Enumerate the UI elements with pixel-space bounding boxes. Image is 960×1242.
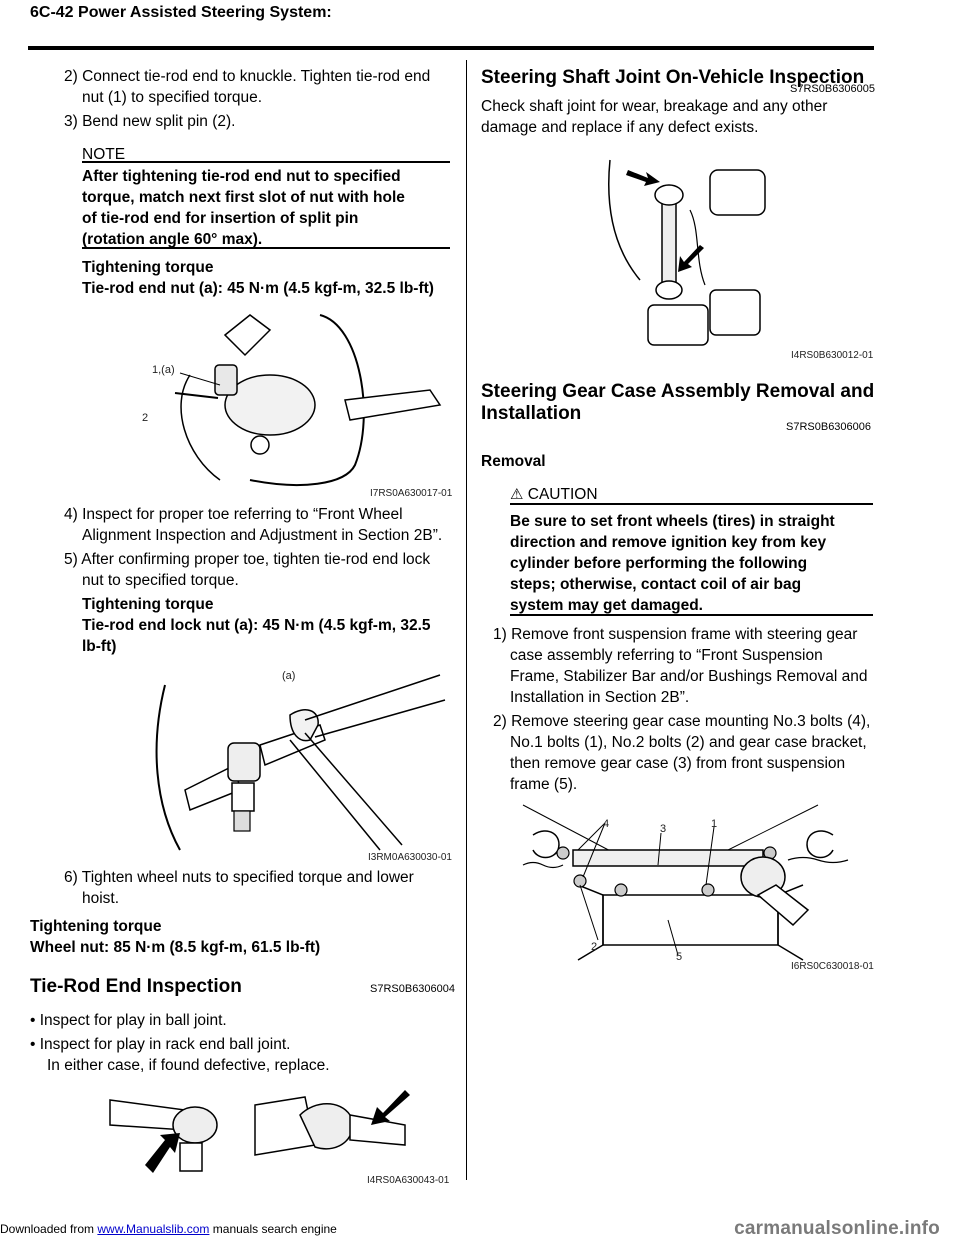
removal-step-2-line-3: then remove gear case (3) from front sus… <box>510 755 846 772</box>
bullet-2-line-2: In either case, if found defective, repl… <box>47 1057 330 1074</box>
torque-3-value: Wheel nut: 85 N·m (8.5 kgf-m, 61.5 lb-ft… <box>30 939 321 956</box>
note-line-2: torque, match next first slot of nut wit… <box>82 189 405 206</box>
section-title-gear-case-line-1: Steering Gear Case Assembly Removal and <box>481 381 875 402</box>
step-2-line-2: nut (1) to specified torque. <box>82 89 263 106</box>
removal-step-1-line-3: Frame, Stabilizer Bar and/or Bushings Re… <box>510 668 868 685</box>
step-6-line-2: hoist. <box>82 890 120 907</box>
page-header: 6C-42 Power Assisted Steering System: <box>30 4 332 21</box>
removal-step-2-line-4: frame (5). <box>510 776 578 793</box>
footer-watermark: carmanualsonline.info <box>734 1218 940 1239</box>
step-4-line-1: 4) Inspect for proper toe referring to “… <box>64 506 403 523</box>
step-4-line-2: Alignment Inspection and Adjustment in S… <box>82 527 443 544</box>
removal-step-1-line-2: case assembly referring to “Front Suspen… <box>510 647 823 664</box>
figure-shaft-joint <box>600 150 775 350</box>
bullet-1: • Inspect for play in ball joint. <box>30 1012 227 1029</box>
caution-line-1: Be sure to set front wheels (tires) in s… <box>510 513 835 530</box>
figure-lock-nut-wrench <box>140 665 450 855</box>
fig5-label-2: 2 <box>591 941 598 953</box>
section-title-shaft-joint: Steering Shaft Joint On-Vehicle Inspecti… <box>481 67 865 88</box>
figure-tie-rod-knuckle <box>130 305 450 495</box>
shaft-joint-line-1: Check shaft joint for wear, breakage and… <box>481 98 828 115</box>
step-2-line-1: 2) Connect tie-rod end to knuckle. Tight… <box>64 68 431 85</box>
warning-triangle-icon: ⚠ <box>510 486 524 503</box>
fig5-label-4: 4 <box>603 818 610 830</box>
caution-line-4: steps; otherwise, contact coil of air ba… <box>510 576 802 593</box>
step-5-line-2: nut to specified torque. <box>82 572 239 589</box>
shaft-joint-line-2: damage and replace if any defect exists. <box>481 119 759 136</box>
note-line-3: of tie-rod end for insertion of split pi… <box>82 210 359 227</box>
column-divider <box>466 60 467 1180</box>
note-top-rule <box>82 161 450 163</box>
fig2-caption: I3RM0A630030-01 <box>368 852 452 863</box>
fig2-label-a: (a) <box>282 670 296 682</box>
note-title: NOTE <box>82 146 126 163</box>
section-code-shaft-joint: S7RS0B6306005 <box>790 83 876 95</box>
torque-3-title: Tightening torque <box>30 918 162 935</box>
caution-top-rule <box>510 503 873 505</box>
fig4-caption: I4RS0B630012-01 <box>791 350 874 361</box>
removal-step-2-line-1: 2) Remove steering gear case mounting No… <box>493 713 871 730</box>
footer-download-note: Downloaded from www.Manualslib.com manua… <box>0 1222 337 1236</box>
figure-tie-rod-play <box>105 1085 450 1180</box>
caution-line-3: cylinder before performing the following <box>510 555 808 572</box>
step-5-line-1: 5) After confirming proper toe, tighten … <box>64 551 431 568</box>
fig5-caption: I6RS0C630018-01 <box>791 961 874 972</box>
torque-2-line-1: Tie-rod end lock nut (a): 45 N·m (4.5 kg… <box>82 617 431 634</box>
note-line-4: (rotation angle 60° max). <box>82 231 263 248</box>
step-6-line-1: 6) Tighten wheel nuts to specified torqu… <box>64 869 414 886</box>
fig1-label-2: 2 <box>142 412 149 424</box>
fig3-caption: I4RS0A630043-01 <box>367 1175 450 1186</box>
torque-2-title: Tightening torque <box>82 596 214 613</box>
section-code-tie-rod: S7RS0B6306004 <box>370 983 456 995</box>
figure-gear-case-frame <box>518 795 873 970</box>
fig1-label-1a: 1,(a) <box>152 364 175 376</box>
header-rule <box>28 46 874 50</box>
manualslib-link[interactable]: www.Manualslib.com <box>97 1222 210 1236</box>
bullet-2: • Inspect for play in rack end ball join… <box>30 1036 291 1053</box>
torque-2-line-2: lb-ft) <box>82 638 117 655</box>
section-code-gear-case: S7RS0B6306006 <box>786 421 872 433</box>
torque-1-title: Tightening torque <box>82 259 214 276</box>
section-title-tie-rod-inspection: Tie-Rod End Inspection <box>30 976 242 997</box>
caution-line-5: system may get damaged. <box>510 597 703 614</box>
removal-heading: Removal <box>481 453 546 470</box>
footer-suffix: manuals search engine <box>209 1222 337 1236</box>
caution-title: CAUTION <box>527 486 598 503</box>
fig5-label-5: 5 <box>676 951 683 963</box>
fig5-label-3: 3 <box>660 823 667 835</box>
removal-step-1-line-4: Installation in Section 2B”. <box>510 689 690 706</box>
caution-title-row: ⚠ CAUTION <box>510 484 598 505</box>
note-line-1: After tightening tie-rod end nut to spec… <box>82 168 401 185</box>
step-3: 3) Bend new split pin (2). <box>64 113 236 130</box>
note-bottom-rule <box>82 247 450 249</box>
fig5-label-1: 1 <box>711 818 718 830</box>
section-title-gear-case-line-2: Installation <box>481 403 582 424</box>
footer-prefix: Downloaded from <box>0 1222 98 1236</box>
caution-line-2: direction and remove ignition key from k… <box>510 534 827 551</box>
removal-step-1-line-1: 1) Remove front suspension frame with st… <box>493 626 858 643</box>
caution-bottom-rule <box>510 614 873 616</box>
removal-step-2-line-2: No.1 bolts (1), No.2 bolts (2) and gear … <box>510 734 867 751</box>
fig1-caption: I7RS0A630017-01 <box>370 488 453 499</box>
torque-1-value: Tie-rod end nut (a): 45 N·m (4.5 kgf-m, … <box>82 280 434 297</box>
